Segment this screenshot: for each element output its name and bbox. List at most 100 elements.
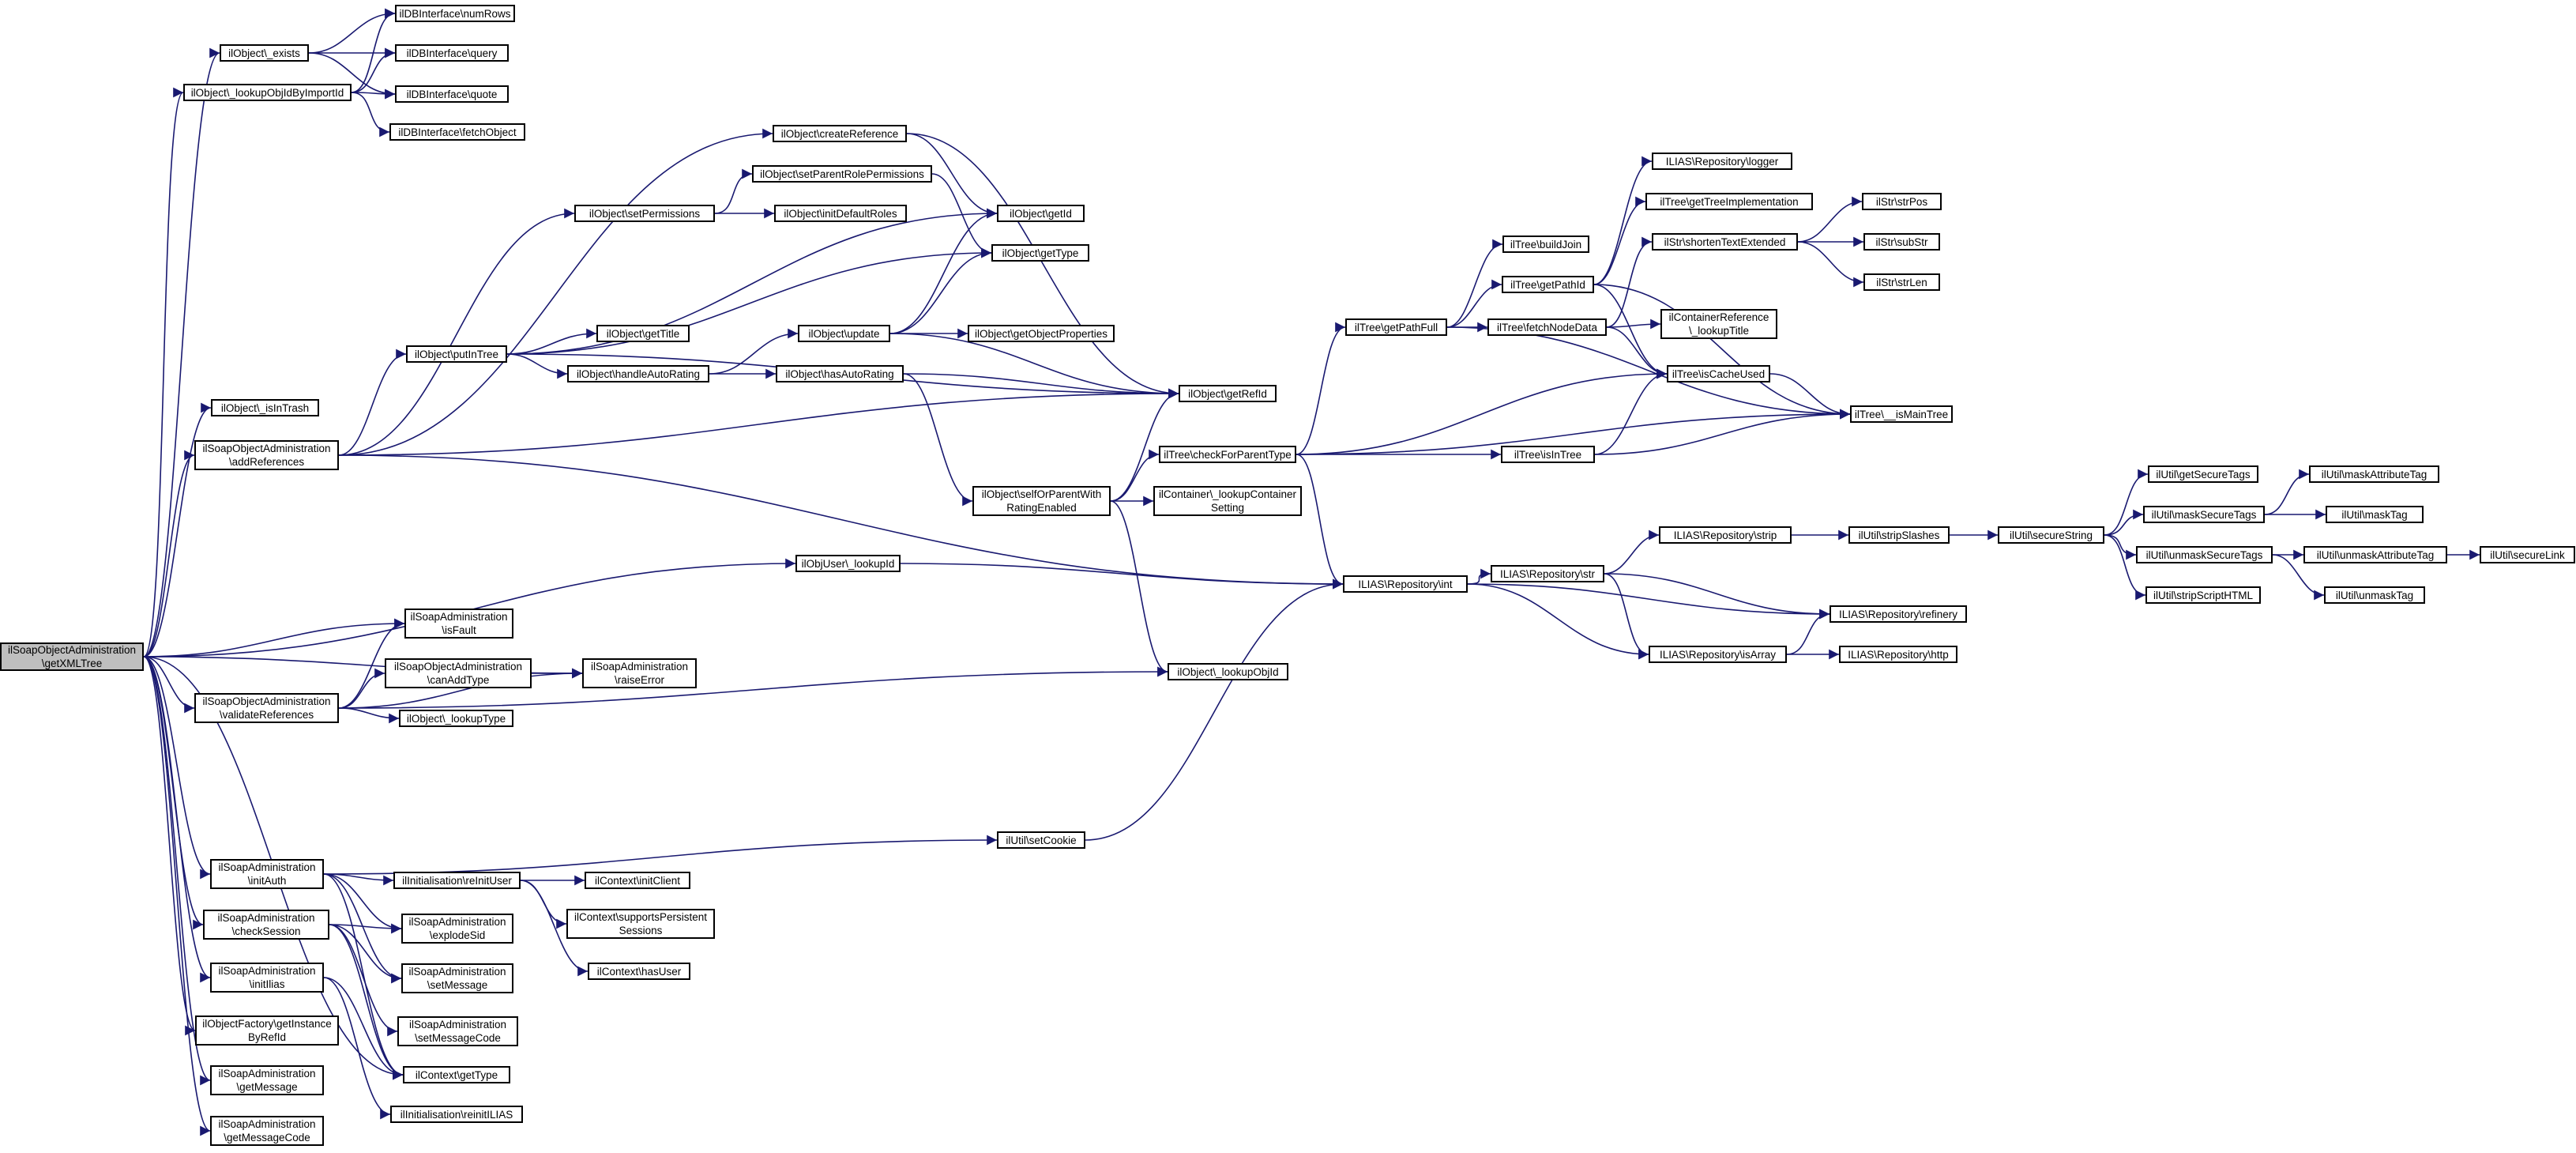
function-node[interactable]: ILIAS\Repository\int — [1343, 575, 1468, 593]
function-node[interactable]: ilUtil\unmaskSecureTags — [2136, 546, 2273, 563]
function-node-label: ilObject\handleAutoRating — [576, 367, 701, 380]
function-node[interactable]: ilTree\getPathFull — [1345, 318, 1447, 336]
function-node[interactable]: ilSoapAdministration\checkSession — [203, 910, 329, 940]
function-node[interactable]: ilObject\initDefaultRoles — [774, 205, 907, 222]
function-node[interactable]: ilSoapObjectAdministration\addReferences — [194, 440, 339, 470]
function-node[interactable]: ilObject\_exists — [220, 44, 309, 62]
function-node[interactable]: ilDBInterface\fetchObject — [389, 123, 525, 141]
function-node-label: ilSoapObjectAdministration — [7, 644, 137, 656]
function-node[interactable]: ilTree\buildJoin — [1502, 235, 1589, 253]
function-node[interactable]: ilObject\_lookupObjId — [1168, 663, 1288, 680]
function-node[interactable]: ilUtil\stripScriptHTML — [2145, 586, 2261, 604]
function-node[interactable]: ilStr\strPos — [1862, 193, 1942, 210]
function-node[interactable]: ilSoapAdministration\getMessage — [210, 1065, 324, 1095]
root-function-node[interactable]: ilSoapObjectAdministration\getXMLTree — [0, 642, 144, 671]
function-node[interactable]: ilSoapAdministration\explodeSid — [401, 914, 513, 944]
call-edge — [1604, 529, 1660, 575]
function-node[interactable]: ilUtil\maskSecureTags — [2143, 506, 2265, 523]
function-node[interactable]: ilObject\getObjectProperties — [968, 325, 1115, 342]
function-node[interactable]: ilSoapAdministration\setMessageCode — [397, 1016, 518, 1046]
function-node[interactable]: ilObject\getType — [991, 244, 1089, 262]
function-node-label: \explodeSid — [429, 929, 486, 941]
function-node[interactable]: ilSoapAdministration\setMessage — [401, 963, 513, 993]
call-edge — [889, 208, 998, 334]
call-edge — [506, 353, 568, 379]
function-node[interactable]: ilContext\initClient — [585, 872, 690, 889]
function-node[interactable]: ILIAS\Repository\isArray — [1649, 646, 1787, 663]
function-node[interactable]: ilDBInterface\query — [395, 44, 509, 62]
function-node-label: ilDBInterface\numRows — [399, 7, 511, 20]
function-node[interactable]: ilSoapObjectAdministration\canAddType — [385, 658, 532, 688]
function-node[interactable]: ilDBInterface\numRows — [395, 5, 515, 22]
function-node[interactable]: ilUtil\secureString — [1998, 526, 2104, 544]
call-edge — [506, 328, 597, 355]
function-node[interactable]: ILIAS\Repository\refinery — [1830, 605, 1967, 623]
function-node[interactable]: ilSoapAdministration\initIlias — [210, 963, 324, 993]
function-node[interactable]: ilSoapAdministration\getMessageCode — [210, 1116, 324, 1146]
call-edge — [143, 618, 405, 658]
function-node[interactable]: ilObject\_lookupType — [399, 710, 513, 727]
function-node[interactable]: ilSoapAdministration\initAuth — [210, 859, 324, 889]
function-node[interactable]: ilInitialisation\reInitUser — [393, 872, 521, 889]
function-node[interactable]: ilTree\isCacheUsed — [1667, 365, 1770, 382]
function-node[interactable]: ilTree\fetchNodeData — [1487, 318, 1607, 336]
call-edge — [329, 924, 404, 1080]
function-node[interactable]: ilContext\getType — [403, 1066, 510, 1083]
function-node[interactable]: ilObject\setPermissions — [574, 205, 715, 222]
function-node-label: ilObject\_isInTrash — [220, 401, 310, 414]
function-node[interactable]: ilTree\checkForParentType — [1159, 446, 1296, 463]
call-edge — [329, 924, 398, 1037]
function-node[interactable]: ilInitialisation\reinitILIAS — [390, 1106, 523, 1123]
function-node[interactable]: ilSoapAdministration\raiseError — [582, 658, 697, 688]
function-node[interactable]: ilObject\handleAutoRating — [567, 365, 709, 382]
call-edge — [1296, 322, 1346, 455]
function-node[interactable]: ilUtil\maskTag — [2326, 506, 2424, 523]
function-node-label: ilObject\_exists — [228, 47, 300, 59]
function-node[interactable]: ilUtil\setCookie — [997, 831, 1085, 849]
function-node[interactable]: ilObjUser\_lookupId — [795, 555, 901, 572]
function-node[interactable]: ilObject\update — [798, 325, 890, 342]
function-node[interactable]: ILIAS\Repository\http — [1839, 646, 1957, 663]
function-node[interactable]: ILIAS\Repository\logger — [1652, 153, 1792, 170]
function-node[interactable]: ilUtil\stripSlashes — [1848, 526, 1950, 544]
function-node[interactable]: ilStr\strLen — [1863, 273, 1940, 291]
function-node[interactable]: ilStr\shortenTextExtended — [1652, 233, 1798, 251]
call-edge — [1467, 583, 1830, 620]
function-node[interactable]: ilObject\getRefId — [1179, 385, 1277, 402]
function-node[interactable]: ilSoapAdministration\isFault — [404, 609, 513, 639]
function-node-label: ilSoapAdministration — [218, 965, 316, 977]
function-node[interactable]: ilUtil\unmaskTag — [2324, 586, 2425, 604]
function-node[interactable]: ilTree\getPathId — [1502, 276, 1594, 293]
function-node[interactable]: ilTree\isInTree — [1501, 446, 1595, 463]
function-node[interactable]: ilObject\getTitle — [596, 325, 690, 342]
function-node[interactable]: ilUtil\secureLink — [2480, 546, 2575, 563]
function-node[interactable]: ilUtil\maskAttributeTag — [2309, 465, 2439, 483]
function-node[interactable]: ILIAS\Repository\strip — [1659, 526, 1792, 544]
function-node[interactable]: ilTree\__isMainTree — [1850, 405, 1953, 423]
function-node-label: ilObject\_lookupObjId — [1177, 665, 1279, 678]
function-node[interactable]: ilUtil\unmaskAttributeTag — [2303, 546, 2447, 563]
function-node-label: ilContainer\_lookupContainer — [1158, 488, 1297, 500]
function-node-label: ilUtil\secureString — [2009, 529, 2093, 541]
function-node[interactable]: ilUtil\getSecureTags — [2148, 465, 2258, 483]
function-node[interactable]: ilContainerReference\_lookupTitle — [1660, 309, 1777, 339]
function-node[interactable]: ilSoapObjectAdministration\validateRefer… — [194, 693, 339, 723]
function-node[interactable]: ilObject\hasAutoRating — [776, 365, 904, 382]
call-edge — [1593, 284, 1668, 379]
function-node[interactable]: ilDBInterface\quote — [395, 85, 509, 103]
function-node[interactable]: ilObject\createReference — [773, 125, 907, 142]
function-node[interactable]: ilObject\putInTree — [406, 345, 507, 363]
function-node[interactable]: ilObject\getId — [997, 205, 1085, 222]
function-node[interactable]: ilObject\_lookupObjIdByImportId — [183, 84, 352, 101]
function-node-label: ilTree\getPathFull — [1354, 321, 1438, 333]
function-node[interactable]: ilContext\hasUser — [588, 963, 690, 980]
function-node[interactable]: ilStr\subStr — [1863, 233, 1940, 251]
function-node[interactable]: ilTree\getTreeImplementation — [1645, 193, 1813, 210]
function-node[interactable]: ilObject\_isInTrash — [211, 399, 319, 416]
function-node[interactable]: ilObject\setParentRolePermissions — [752, 165, 932, 183]
function-node[interactable]: ILIAS\Repository\str — [1491, 565, 1604, 582]
